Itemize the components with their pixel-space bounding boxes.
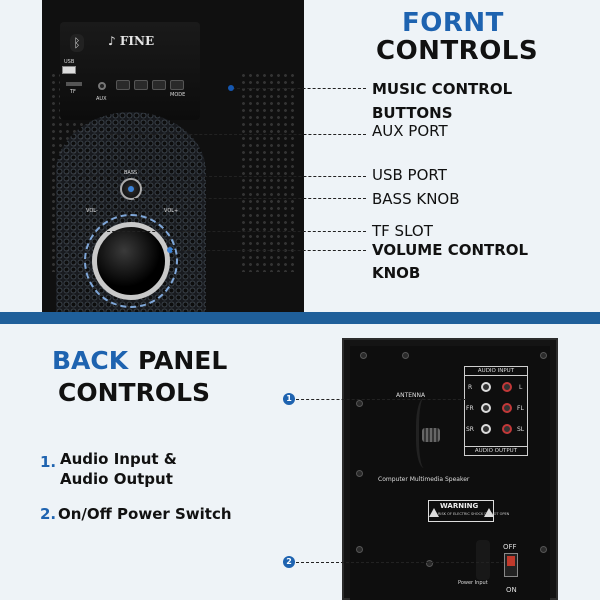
list-item-audio-line2: Audio Output <box>60 470 173 488</box>
speaker-side-grill-right <box>240 72 296 272</box>
aux-panel-label: AUX <box>96 96 107 102</box>
antenna-label: ANTENNA <box>396 392 426 399</box>
rca-jack-l <box>502 382 512 392</box>
back-title-panel: PANEL <box>138 346 228 375</box>
warning-title: WARNING <box>440 502 479 510</box>
callout-badge-1: 1 <box>283 393 295 405</box>
warning-triangle-icon <box>484 508 494 517</box>
screw <box>356 470 363 477</box>
power-input-label: Power Input <box>458 580 488 586</box>
feature-volume-control: VOLUME CONTROL <box>372 241 529 259</box>
feature-bass-knob: BASS KNOB <box>372 190 460 208</box>
brand-logo: ♪ FINE <box>108 34 155 48</box>
usb-panel-label: USB <box>64 59 75 65</box>
brand-name: FINE <box>119 34 155 48</box>
rca-label-l: L <box>519 384 523 391</box>
rca-label-fr: FR <box>466 405 474 412</box>
callout-dot-music <box>228 85 234 91</box>
rca-label-sl: SL <box>517 426 525 433</box>
back-title-controls: CONTROLS <box>58 378 211 407</box>
volume-knob <box>92 222 170 300</box>
callout-line-audio <box>296 399 466 400</box>
callout-line-music <box>232 88 366 89</box>
switch-on-label: ON <box>506 586 517 594</box>
volume-led-ring <box>84 214 178 308</box>
screw <box>540 546 547 553</box>
rca-jack-fr <box>481 403 491 413</box>
warning-subtext: RISK OF ELECTRIC SHOCK DO NOT OPEN <box>438 512 510 516</box>
list-number-2: 2. <box>40 505 57 523</box>
next-track-button <box>152 80 166 90</box>
callout-line-power <box>296 562 504 563</box>
rca-label-fl: FL <box>517 405 524 412</box>
callout-badge-2: 2 <box>283 556 295 568</box>
bluetooth-icon: ᛒ <box>70 34 84 52</box>
bass-panel-label: BASS <box>124 170 138 176</box>
speaker-model-label: Computer Multimedia Speaker <box>378 476 470 483</box>
usb-port <box>62 66 76 74</box>
audio-output-footer: AUDIO OUTPUT <box>464 446 528 456</box>
screw <box>402 352 409 359</box>
rca-jack-r <box>481 382 491 392</box>
callout-line-bass <box>134 198 366 199</box>
callout-line-usb <box>80 176 366 177</box>
volume-callout-dot <box>167 247 173 253</box>
front-title-rest: CONTROLS <box>376 36 539 66</box>
vol-minus-label: VOL- <box>86 208 98 214</box>
tf-panel-label: TF <box>70 89 76 95</box>
power-cable <box>476 540 490 580</box>
callout-line-volume <box>172 250 366 251</box>
feature-volume-knob: KNOB <box>372 264 421 282</box>
feature-usb-port: USB PORT <box>372 166 447 184</box>
play-pause-button <box>134 80 148 90</box>
rca-jack-sr <box>481 424 491 434</box>
tf-slot <box>66 82 82 86</box>
list-number-1: 1. <box>40 453 57 471</box>
audio-input-header: AUDIO INPUT <box>464 366 528 376</box>
antenna-cable <box>416 398 436 468</box>
screw <box>540 352 547 359</box>
list-item-power-switch: On/Off Power Switch <box>58 505 232 523</box>
screw <box>426 560 433 567</box>
rca-label-r: R <box>468 384 473 391</box>
callout-line-tf <box>82 231 366 232</box>
feature-tf-slot: TF SLOT <box>372 222 433 240</box>
screw <box>356 546 363 553</box>
feature-music-control: MUSIC CONTROL <box>372 80 513 98</box>
antenna-connector <box>422 428 440 442</box>
rca-jack-fl <box>502 403 512 413</box>
mode-button <box>170 80 184 90</box>
aux-port <box>98 82 106 90</box>
callout-line-aux <box>110 134 366 135</box>
list-item-audio-line1: Audio Input & <box>60 450 177 468</box>
screw <box>360 352 367 359</box>
screw <box>356 400 363 407</box>
vol-plus-label: VOL+ <box>164 208 179 214</box>
feature-music-buttons: BUTTONS <box>372 104 453 122</box>
warning-triangle-icon <box>429 508 439 517</box>
switch-off-label: OFF <box>503 543 517 551</box>
bass-callout-dot <box>128 186 134 192</box>
front-title-highlight: FORNT <box>402 8 504 38</box>
prev-track-button <box>116 80 130 90</box>
rca-label-sr: SR <box>466 426 474 433</box>
feature-aux-port: AUX PORT <box>372 122 448 140</box>
mode-panel-label: MODE <box>170 92 186 98</box>
rca-jack-sl <box>502 424 512 434</box>
section-divider <box>0 312 600 324</box>
back-title-highlight: BACK <box>52 346 129 375</box>
power-switch-lever <box>507 556 515 566</box>
